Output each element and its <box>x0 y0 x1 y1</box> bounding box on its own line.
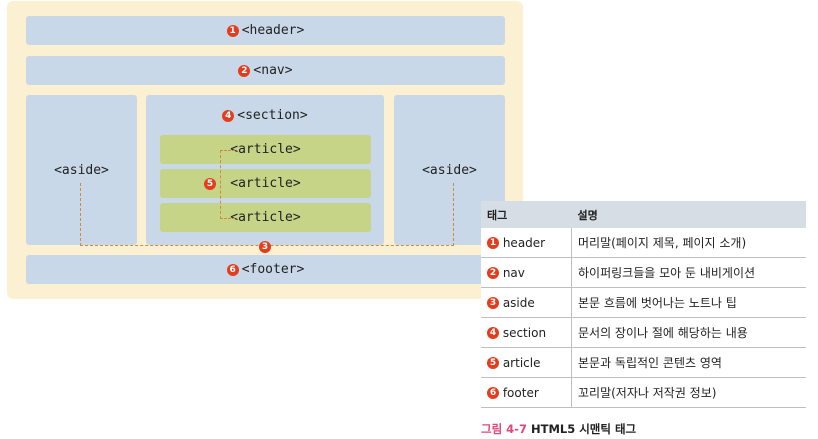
aside-left-block: <aside> <box>26 95 137 245</box>
article-block-3: <article> <box>160 203 371 232</box>
figure-caption: 그림 4-7 HTML5 시맨틱 태그 <box>481 421 636 437</box>
row-desc: 문서의 장이나 절에 해당하는 내용 <box>571 317 806 348</box>
row-badge: 4 <box>487 327 499 339</box>
header-block: 1<header> <box>26 16 505 45</box>
row-tag: header <box>502 235 546 250</box>
article-bracket <box>220 150 235 219</box>
table-header-row: 태그 설명 <box>481 201 806 228</box>
table-row: 2 nav 하이퍼링크들을 모아 둔 내비게이션 <box>481 257 806 288</box>
table-header-desc: 설명 <box>571 201 806 228</box>
row-tag: section <box>502 325 547 340</box>
table-row: 3 aside 본문 흐름에 벗어나는 노트나 팁 <box>481 287 806 318</box>
article-label-1: <article> <box>230 142 301 157</box>
nav-label: <nav> <box>253 63 293 78</box>
badge-1: 1 <box>226 24 239 37</box>
figure-title: HTML5 시맨틱 태그 <box>530 422 637 436</box>
row-badge: 3 <box>487 297 499 309</box>
row-tag: aside <box>502 295 535 310</box>
row-tag: article <box>502 355 541 370</box>
badge-5: 5 <box>204 178 216 190</box>
aside-connector <box>80 183 454 246</box>
badge-3: 3 <box>259 241 271 253</box>
aside-right-label: <aside> <box>422 162 477 178</box>
footer-label: <footer> <box>241 262 305 277</box>
row-desc: 머리말(페이지 제목, 페이지 소개) <box>571 228 806 258</box>
row-badge: 2 <box>487 267 499 279</box>
table-row: 6 footer 꼬리말(저자나 저작권 정보) <box>481 377 806 408</box>
section-label: <section> <box>237 108 308 123</box>
table-header-tag: 태그 <box>481 201 572 228</box>
table-row: 5 article 본문과 독립적인 콘텐츠 영역 <box>481 347 806 378</box>
row-tag: footer <box>502 385 539 400</box>
badge-4: 4 <box>222 109 235 122</box>
row-desc: 본문과 독립적인 콘텐츠 영역 <box>571 347 806 378</box>
badge-6: 6 <box>226 263 239 276</box>
article-block-2: <article> <box>160 169 371 198</box>
nav-block: 2<nav> <box>26 56 505 85</box>
row-badge: 5 <box>487 357 499 369</box>
row-badge: 1 <box>487 237 499 249</box>
row-desc: 본문 흐름에 벗어나는 노트나 팁 <box>571 287 806 318</box>
table-row: 4 section 문서의 장이나 절에 해당하는 내용 <box>481 317 806 348</box>
header-label: <header> <box>241 23 305 38</box>
row-badge: 6 <box>487 387 499 399</box>
row-tag: nav <box>502 265 525 280</box>
article-label-3: <article> <box>230 210 301 225</box>
aside-right-block: <aside> <box>394 95 505 245</box>
row-desc: 꼬리말(저자나 저작권 정보) <box>571 377 806 408</box>
article-label-2: <article> <box>230 176 301 191</box>
badge-2: 2 <box>238 64 251 77</box>
footer-block: 6<footer> <box>26 255 505 284</box>
table-row: 1 header 머리말(페이지 제목, 페이지 소개) <box>481 228 806 258</box>
figure-number: 그림 4-7 <box>481 422 527 436</box>
row-desc: 하이퍼링크들을 모아 둔 내비게이션 <box>571 257 806 288</box>
tag-table: 태그 설명 1 header 머리말(페이지 제목, 페이지 소개) 2 nav… <box>481 201 806 408</box>
aside-left-label: <aside> <box>54 162 109 178</box>
article-block-1: <article> <box>160 135 371 164</box>
